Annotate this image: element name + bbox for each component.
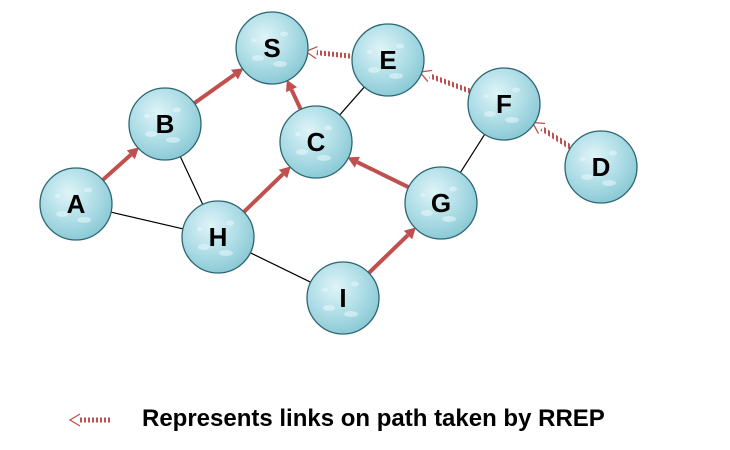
node-D: D — [564, 130, 638, 204]
node-label: E — [379, 45, 396, 75]
rrep-arrow-D-F — [531, 121, 574, 151]
forward-arrows — [99, 68, 416, 277]
node-label: H — [209, 222, 228, 252]
node-label: D — [592, 152, 611, 182]
arrow-A-B — [99, 147, 139, 184]
link-A-H — [108, 211, 186, 230]
undirected-links — [108, 85, 487, 284]
node-E: E — [351, 23, 425, 97]
link-H-I — [248, 251, 313, 284]
node-H: H — [181, 200, 255, 274]
arrow-H-C — [240, 166, 291, 216]
node-label: I — [339, 283, 346, 313]
arrow-G-C — [347, 156, 413, 191]
rrep-arrow-F-E — [418, 69, 474, 95]
node-G: G — [404, 166, 478, 240]
link-C-E — [337, 85, 367, 117]
node-label: A — [67, 189, 86, 219]
node-label: B — [156, 109, 175, 139]
node-label: C — [307, 127, 326, 157]
arrow-I-G — [365, 227, 416, 277]
node-C: C — [279, 105, 353, 179]
node-I: I — [306, 261, 380, 335]
link-F-G — [458, 132, 487, 175]
arrow-B-S — [190, 68, 244, 107]
node-S: S — [235, 11, 309, 85]
rrep-arrow-E-S — [304, 46, 355, 60]
legend: Represents links on path taken by RREP — [68, 405, 605, 432]
node-A: A — [39, 167, 113, 241]
node-F: F — [467, 67, 541, 141]
node-B: B — [128, 87, 202, 161]
arrow-C-S — [286, 79, 304, 113]
nodes: S E B C F A D G H I — [39, 11, 638, 335]
link-B-H — [178, 154, 205, 207]
rrep-legend-arrow-icon — [68, 413, 112, 427]
node-label: F — [496, 89, 512, 119]
legend-text: Represents links on path taken by RREP — [142, 405, 605, 432]
node-label: S — [263, 33, 280, 63]
node-label: G — [431, 188, 451, 218]
